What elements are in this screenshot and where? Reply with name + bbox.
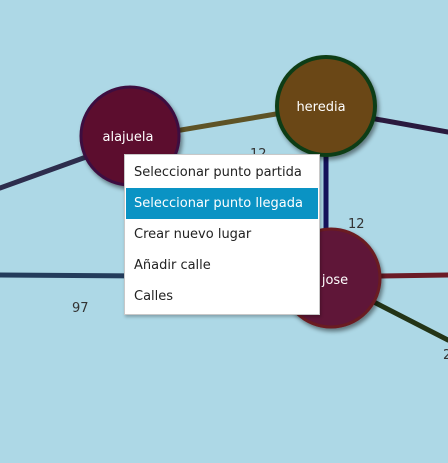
node-heredia[interactable]: heredia (275, 55, 377, 157)
edge-heredia-right[interactable] (367, 115, 448, 135)
node-label-alajuela: alajuela (103, 130, 154, 145)
edge-alajuela-heredia[interactable] (172, 110, 285, 134)
node-label-heredia: heredia (296, 100, 345, 115)
edge-weight-heredia-san-jose: 12 (348, 217, 365, 232)
context-menu: Seleccionar punto partida Seleccionar pu… (124, 154, 320, 315)
edge-weight-san-jose-right-low: 2 (443, 348, 448, 363)
menu-item-seleccionar-punto-llegada[interactable]: Seleccionar punto llegada (126, 188, 318, 219)
menu-item-seleccionar-punto-partida[interactable]: Seleccionar punto partida (134, 165, 302, 180)
menu-item-anadir-calle[interactable]: Añadir calle (134, 258, 211, 273)
menu-item-calles[interactable]: Calles (134, 289, 174, 304)
node-label-san-jose: jose (321, 273, 348, 288)
edge-san-jose-right-low[interactable] (367, 297, 448, 343)
edge-weight-left-san-jose: 97 (72, 301, 89, 316)
edge-alajuela-left[interactable] (0, 149, 103, 191)
menu-item-crear-nuevo-lugar[interactable]: Crear nuevo lugar (134, 227, 252, 242)
edge-san-jose-right-mid[interactable] (377, 272, 448, 279)
